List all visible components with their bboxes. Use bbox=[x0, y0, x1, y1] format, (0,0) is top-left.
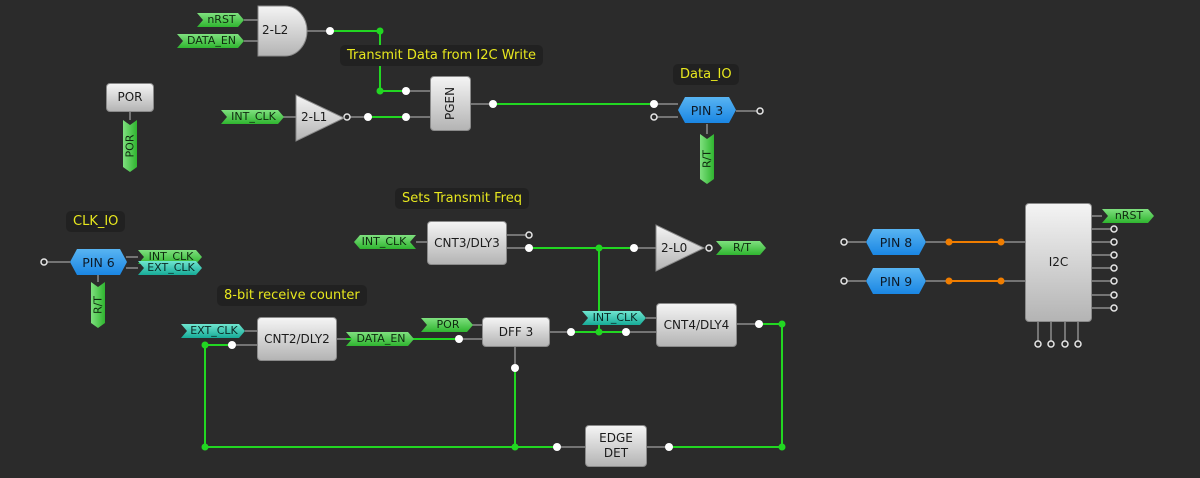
label-por-in-dff[interactable]: POR bbox=[421, 318, 473, 332]
note-receive-counter: 8-bit receive counter bbox=[217, 285, 367, 306]
edge-det-block[interactable]: EDGE DET bbox=[585, 425, 647, 467]
inverter-2l1-label: 2-L1 bbox=[301, 110, 328, 124]
pin3-label: PIN 3 bbox=[690, 102, 724, 118]
pin6-label: PIN 6 bbox=[82, 254, 115, 270]
cnt2-label: CNT2/DLY2 bbox=[264, 331, 330, 346]
label-pin6-ext-clk[interactable]: EXT_CLK bbox=[138, 261, 202, 275]
and-gate-2l2-label: 2-L2 bbox=[262, 23, 289, 37]
note-clk-io: CLK_IO bbox=[66, 211, 126, 232]
note-transmit-data: Transmit Data from I2C Write bbox=[340, 45, 544, 66]
edge-det-label-line1: EDGE bbox=[599, 431, 633, 445]
label-data-en-in[interactable]: DATA_EN bbox=[177, 34, 244, 48]
label-int-clk-in[interactable]: INT_CLK bbox=[221, 110, 284, 124]
label-int-clk-cnt4[interactable]: INT_CLK bbox=[582, 311, 646, 325]
pin6[interactable]: PIN 6 bbox=[70, 249, 127, 275]
i2c-wires bbox=[949, 241, 1001, 282]
label-pin6-rt[interactable]: R/T bbox=[91, 282, 105, 328]
pin8[interactable]: PIN 8 bbox=[866, 229, 926, 255]
label-pin3-rt[interactable]: R/T bbox=[700, 134, 714, 184]
label-pin6-rt-text: R/T bbox=[91, 295, 105, 315]
dff3-block[interactable]: DFF 3 bbox=[482, 317, 550, 347]
label-por-out[interactable]: POR bbox=[123, 120, 137, 172]
label-data-en-out[interactable]: DATA_EN bbox=[346, 332, 414, 346]
label-pin3-rt-text: R/T bbox=[700, 149, 714, 169]
por-label: POR bbox=[117, 90, 143, 104]
edge-det-label-line2: DET bbox=[603, 446, 629, 460]
note-sets-transmit-freq: Sets Transmit Freq bbox=[395, 188, 529, 209]
pgen-block[interactable]: PGEN bbox=[430, 76, 471, 131]
inverter-2l0[interactable] bbox=[655, 224, 706, 272]
cnt3-label: CNT3/DLY3 bbox=[434, 235, 500, 250]
i2c-wire-junctions bbox=[945, 238, 1005, 285]
label-nrst-in[interactable]: nRST bbox=[197, 13, 244, 27]
pin3[interactable]: PIN 3 bbox=[678, 97, 736, 123]
cnt4-dly4-block[interactable]: CNT4/DLY4 bbox=[656, 303, 737, 347]
pgen-label: PGEN bbox=[443, 86, 457, 121]
pin9-label: PIN 9 bbox=[879, 273, 913, 289]
open-ports[interactable] bbox=[40, 107, 1118, 348]
label-por-out-text: POR bbox=[123, 134, 137, 158]
label-ext-clk-in[interactable]: EXT_CLK bbox=[181, 324, 245, 338]
dff3-label: DFF 3 bbox=[498, 324, 534, 339]
pin9[interactable]: PIN 9 bbox=[866, 268, 926, 294]
cnt3-dly3-block[interactable]: CNT3/DLY3 bbox=[427, 221, 507, 265]
cnt4-label: CNT4/DLY4 bbox=[663, 317, 730, 332]
label-pin6-int-clk[interactable]: INT_CLK bbox=[138, 250, 202, 264]
label-int-clk-cnt3[interactable]: INT_CLK bbox=[354, 235, 416, 249]
pin8-label: PIN 8 bbox=[879, 234, 913, 250]
connected-ports[interactable] bbox=[228, 27, 763, 451]
por-block[interactable]: POR bbox=[106, 83, 154, 112]
inverter-2l0-label: 2-L0 bbox=[661, 241, 688, 255]
active-wires bbox=[204, 30, 783, 448]
wire-junctions bbox=[201, 27, 786, 451]
and-gate-2l2[interactable] bbox=[257, 5, 308, 57]
i2c-block[interactable]: I2C bbox=[1025, 203, 1092, 322]
label-rt-out[interactable]: R/T bbox=[716, 241, 766, 255]
inverter-2l1[interactable] bbox=[295, 94, 346, 142]
note-data-io: Data_IO bbox=[673, 64, 739, 85]
label-nrst-out[interactable]: nRST bbox=[1102, 209, 1154, 223]
cnt2-dly2-block[interactable]: CNT2/DLY2 bbox=[257, 317, 337, 361]
i2c-label: I2C bbox=[1048, 255, 1069, 269]
